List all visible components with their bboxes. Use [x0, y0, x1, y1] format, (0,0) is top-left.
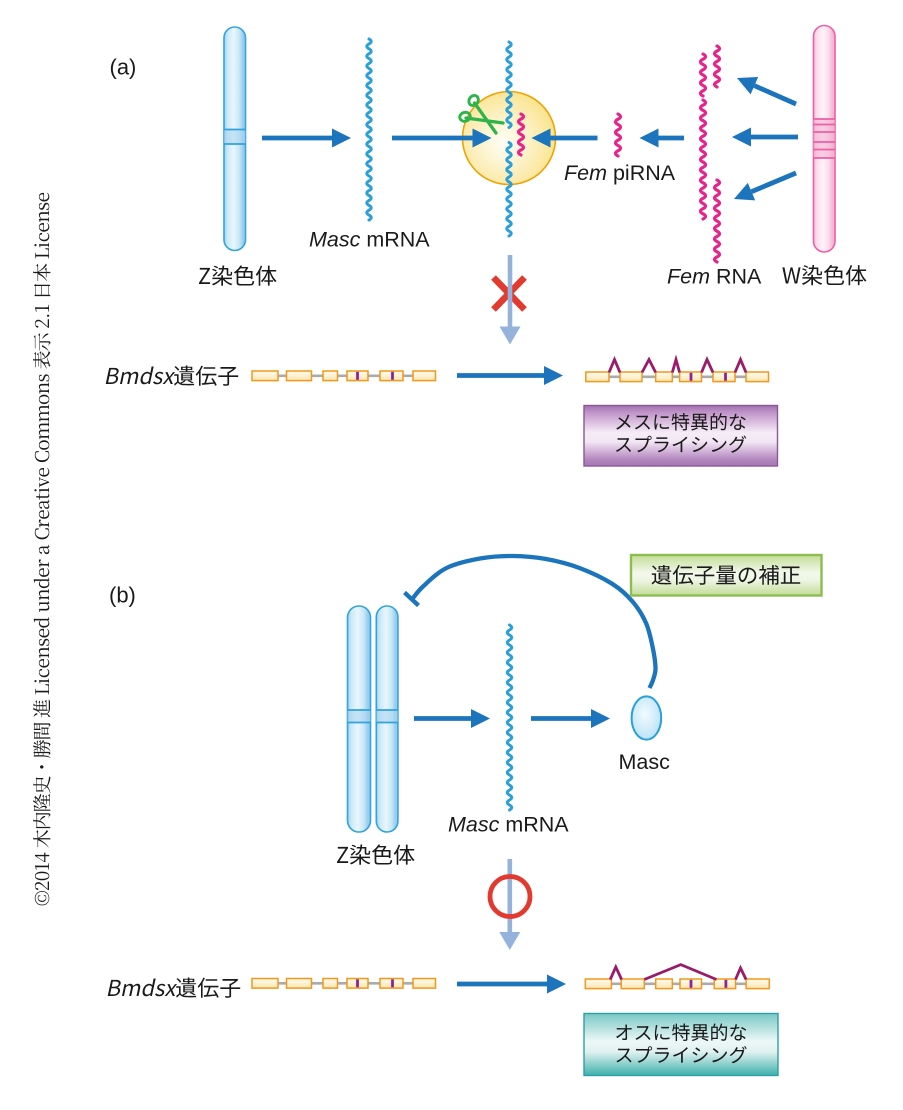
svg-text:(b): (b): [109, 583, 136, 608]
svg-text:Masc: Masc: [619, 750, 671, 774]
svg-text:(a): (a): [110, 55, 137, 80]
svg-text:Fem piRNA: Fem piRNA: [564, 161, 676, 185]
svg-text:Masc mRNA: Masc mRNA: [309, 228, 430, 252]
svg-text:Fem RNA: Fem RNA: [667, 265, 762, 289]
svg-text:Masc mRNA: Masc mRNA: [448, 813, 569, 837]
